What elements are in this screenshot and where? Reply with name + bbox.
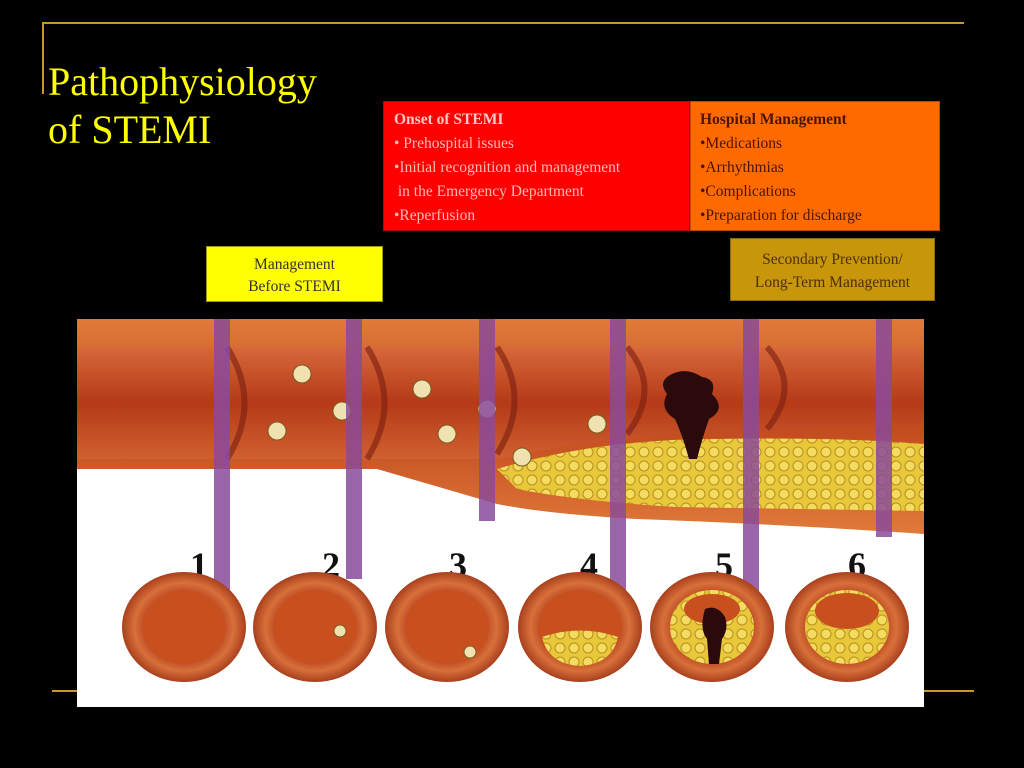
vessel-longitudinal: [77, 319, 924, 534]
title-line-1: Pathophysiology: [48, 59, 317, 104]
thrombus: [663, 371, 719, 459]
onset-item: • Prehospital issues: [394, 135, 514, 152]
onset-item: •Reperfusion: [394, 207, 476, 224]
cross-section-1: [122, 572, 246, 682]
cross-section-4: [518, 572, 642, 682]
onset-item: •Initial recognition and management: [394, 159, 621, 176]
hospital-item: •Preparation for discharge: [700, 207, 862, 224]
cross-sections: [122, 572, 909, 682]
onset-of-stemi-box: Onset of STEMI • Prehospital issues •Ini…: [383, 101, 690, 231]
hospital-item: •Complications: [700, 183, 796, 200]
management-before-stemi-box: Management Before STEMI: [206, 246, 383, 302]
cross-section-5: [650, 572, 774, 682]
cross-section-2: [253, 572, 377, 682]
secondary-line: Long-Term Management: [754, 274, 911, 291]
onset-heading: Onset of STEMI: [394, 111, 504, 128]
stage-markers: [214, 319, 892, 635]
hospital-management-box: Hospital Management •Medications •Arrhyt…: [690, 101, 940, 231]
hospital-item: •Arrhythmias: [700, 159, 784, 176]
slide-title: Pathophysiology of STEMI: [48, 58, 317, 154]
artery-illustration: 1 2 3 4 5 6: [77, 319, 924, 707]
left-rule: [42, 22, 44, 94]
cross-section-3: [385, 572, 509, 682]
plaque-deposit: [497, 438, 924, 511]
secondary-prevention-box: Secondary Prevention/ Long-Term Manageme…: [730, 238, 935, 301]
onset-item: in the Emergency Department: [394, 183, 584, 200]
top-rule: [42, 22, 964, 24]
title-line-2: of STEMI: [48, 107, 212, 152]
cross-section-6: [785, 572, 909, 682]
hospital-item: •Medications: [700, 135, 783, 152]
before-line: Management: [254, 256, 335, 273]
artery-diagram-svg: 1 2 3 4 5 6: [77, 319, 924, 682]
secondary-line: Secondary Prevention/: [762, 251, 903, 268]
hospital-heading: Hospital Management: [700, 111, 847, 128]
vessel-lumen: [77, 347, 924, 459]
before-line: Before STEMI: [248, 278, 341, 295]
